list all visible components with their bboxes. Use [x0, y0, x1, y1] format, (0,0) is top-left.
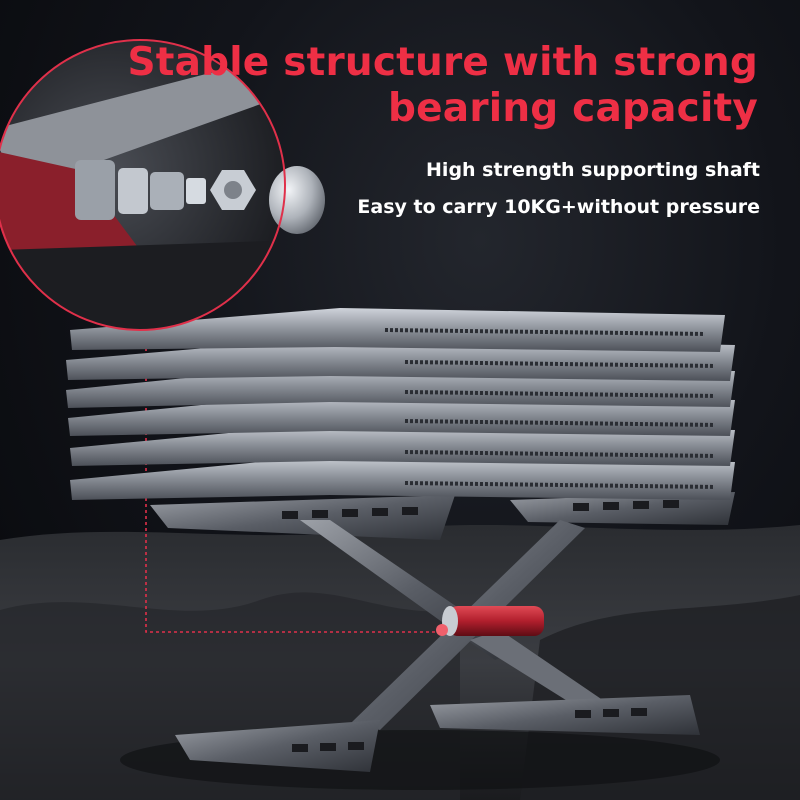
feature-item: High strength supporting shaft: [426, 159, 760, 181]
feature-item: Easy to carry 10KG+without pressure: [357, 196, 760, 218]
guide-line: [145, 330, 440, 633]
headline-line-1: Stable structure with strong: [127, 40, 758, 85]
headline: Stable structure with strong bearing cap…: [127, 40, 758, 132]
laptop-stand: [150, 492, 735, 772]
headline-line-2: bearing capacity: [388, 86, 758, 131]
laptop-stack: [66, 308, 735, 500]
ground-terrain: [0, 525, 800, 800]
feature-list: High strength supporting shaft Easy to c…: [357, 152, 760, 226]
